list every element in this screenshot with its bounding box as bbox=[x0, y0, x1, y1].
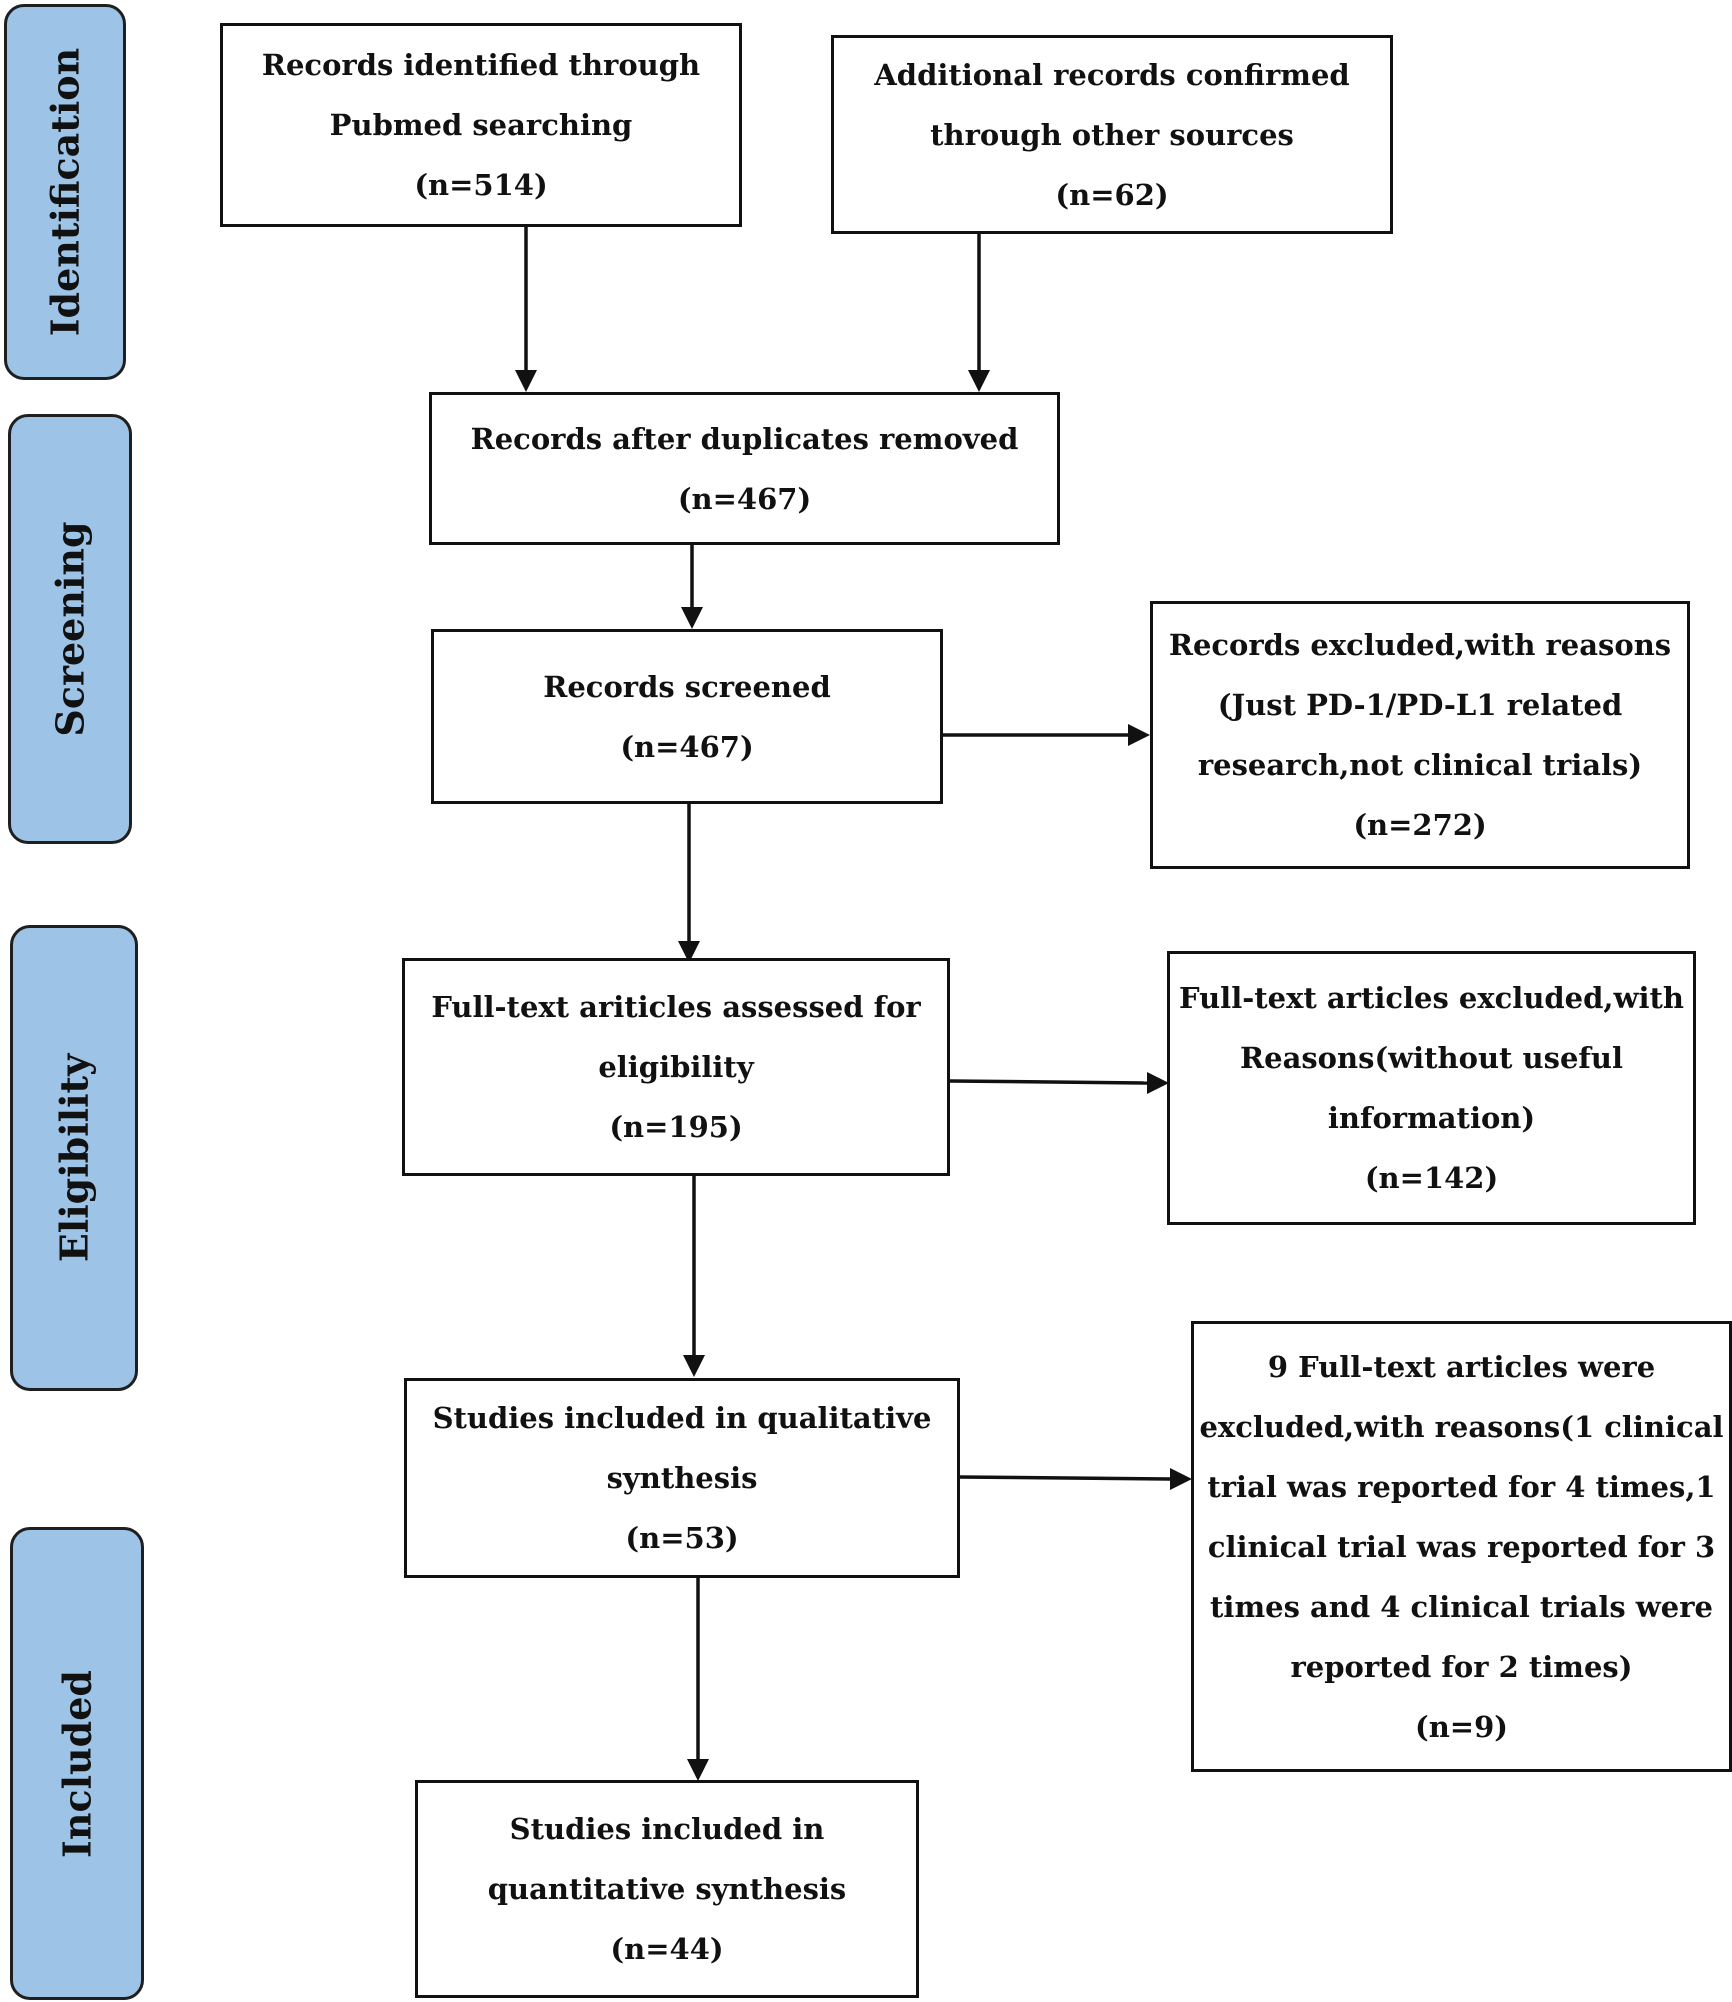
box-records-excluded: Records excluded,with reasons (Just PD-1… bbox=[1150, 601, 1690, 869]
arrowhead-records-excluded bbox=[1128, 724, 1150, 746]
arrowhead-qualitative bbox=[683, 1355, 705, 1377]
duplicates-count: (n=467) bbox=[677, 481, 812, 516]
phase-screening: Screening bbox=[8, 414, 132, 844]
pubmed-line1: Records identified through bbox=[261, 48, 701, 82]
fulltext-count: (n=195) bbox=[609, 1110, 743, 1144]
arrowhead-other bbox=[968, 370, 990, 392]
excluded-records-count: (n=272) bbox=[1353, 808, 1487, 842]
phase-eligibility: Eligibility bbox=[10, 925, 138, 1391]
other-line1: Additional records confirmed bbox=[874, 57, 1350, 92]
excluded-fulltext-line3: information) bbox=[1327, 1101, 1536, 1135]
arrow-fulltext-to-excluded bbox=[949, 1079, 1148, 1085]
pubmed-count: (n=514) bbox=[414, 168, 548, 202]
nine-line2: excluded,with reasons(1 clinical bbox=[1199, 1409, 1724, 1444]
excluded-records-line3: research,not clinical trials) bbox=[1197, 748, 1643, 782]
box-other-sources: Additional records confirmed through oth… bbox=[831, 35, 1393, 234]
arrowhead-pubmed bbox=[515, 370, 537, 392]
nine-line5: times and 4 clinical trials were bbox=[1210, 1589, 1713, 1624]
arrow-qualitative-to-excluded bbox=[958, 1475, 1171, 1481]
excluded-fulltext-count: (n=142) bbox=[1364, 1161, 1499, 1195]
nine-count: (n=9) bbox=[1414, 1709, 1508, 1744]
fulltext-line1: Full-text ariticles assessed for bbox=[431, 990, 921, 1024]
box-fulltext-assessed: Full-text ariticles assessed for eligibi… bbox=[402, 958, 950, 1176]
box-quantitative-synthesis: Studies included in quantitative synthes… bbox=[415, 1780, 919, 1998]
quantitative-count: (n=44) bbox=[610, 1932, 724, 1966]
nine-line1: 9 Full-text articles were bbox=[1267, 1349, 1656, 1384]
box-fulltext-excluded: Full-text articles excluded,with Reasons… bbox=[1167, 951, 1696, 1225]
quantitative-line1: Studies included in bbox=[509, 1812, 825, 1846]
other-count: (n=62) bbox=[1055, 177, 1169, 212]
phase-identification: Identification bbox=[4, 4, 126, 380]
excluded-fulltext-line2: Reasons(without useful bbox=[1240, 1041, 1623, 1075]
excluded-records-line1: Records excluded,with reasons bbox=[1168, 628, 1672, 662]
excluded-fulltext-line1: Full-text articles excluded,with bbox=[1179, 981, 1684, 1015]
qualitative-line2: synthesis bbox=[606, 1461, 758, 1495]
pubmed-line2: Pubmed searching bbox=[329, 108, 633, 142]
screened-line1: Records screened bbox=[543, 669, 831, 704]
box-qualitative-synthesis: Studies included in qualitative synthesi… bbox=[404, 1378, 960, 1578]
other-line2: through other sources bbox=[930, 117, 1294, 152]
arrowhead-duplicates bbox=[681, 607, 703, 629]
arrowhead-quantitative bbox=[687, 1759, 709, 1781]
duplicates-line1: Records after duplicates removed bbox=[470, 421, 1019, 456]
quantitative-line2: quantitative synthesis bbox=[487, 1872, 847, 1906]
excluded-records-line2: (Just PD-1/PD-L1 related bbox=[1217, 688, 1623, 722]
phase-included: Included bbox=[10, 1527, 144, 2000]
box-pubmed-records: Records identified through Pubmed search… bbox=[220, 23, 742, 227]
box-records-screened: Records screened (n=467) bbox=[431, 629, 943, 804]
qualitative-line1: Studies included in qualitative bbox=[432, 1401, 932, 1435]
screened-count: (n=467) bbox=[620, 729, 754, 764]
box-nine-excluded: 9 Full-text articles were excluded,with … bbox=[1191, 1321, 1732, 1772]
nine-line4: clinical trial was reported for 3 bbox=[1207, 1529, 1716, 1564]
arrowhead-nine-excluded bbox=[1170, 1468, 1192, 1490]
nine-line3: trial was reported for 4 times,1 bbox=[1207, 1469, 1716, 1504]
box-duplicates-removed: Records after duplicates removed (n=467) bbox=[429, 392, 1060, 545]
qualitative-count: (n=53) bbox=[625, 1521, 739, 1555]
arrowhead-fulltext-excluded bbox=[1147, 1072, 1169, 1094]
arrowhead-fulltext bbox=[678, 941, 700, 963]
nine-line6: reported for 2 times) bbox=[1290, 1649, 1633, 1684]
fulltext-line2: eligibility bbox=[598, 1050, 754, 1084]
